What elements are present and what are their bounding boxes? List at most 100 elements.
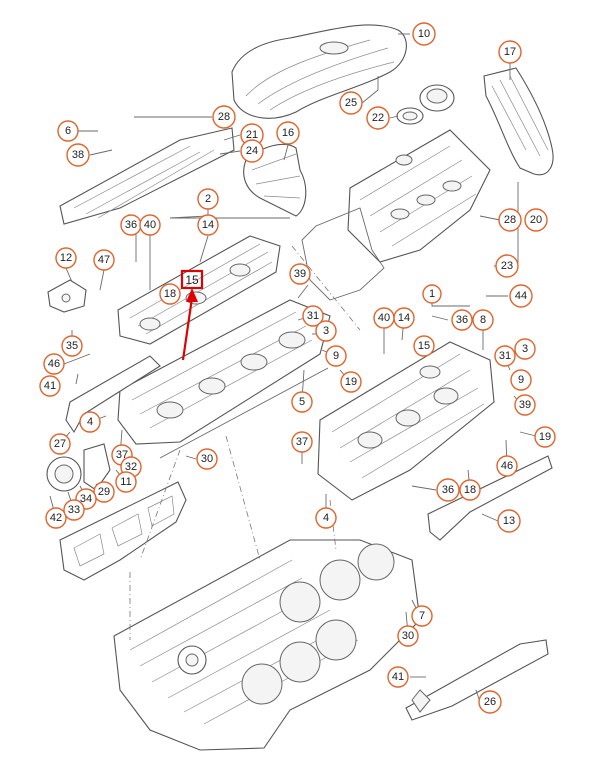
callout-37-right: 37 xyxy=(291,431,313,453)
callout-9-right: 9 xyxy=(510,369,532,391)
callout-22: 22 xyxy=(366,106,390,130)
callout-10: 10 xyxy=(412,22,436,46)
callout-16: 16 xyxy=(276,121,300,145)
svg-text:13: 13 xyxy=(503,515,515,527)
svg-text:25: 25 xyxy=(345,97,357,109)
svg-text:18: 18 xyxy=(164,288,176,300)
bracket-part-12 xyxy=(47,279,87,313)
svg-text:28: 28 xyxy=(218,111,230,123)
svg-text:14: 14 xyxy=(398,312,410,324)
gasket-part-5 xyxy=(159,367,329,459)
callout-27: 27 xyxy=(49,433,71,455)
callout-36-lower: 36 xyxy=(436,478,460,502)
svg-text:11: 11 xyxy=(120,476,131,488)
svg-text:6: 6 xyxy=(65,125,71,137)
svg-text:21: 21 xyxy=(246,129,258,141)
callout-26: 26 xyxy=(478,690,502,714)
callout-18-upper: 18 xyxy=(159,283,181,305)
callout-41-upper: 41 xyxy=(39,375,61,397)
svg-text:17: 17 xyxy=(504,46,516,58)
svg-text:5: 5 xyxy=(299,396,305,408)
callout-44: 44 xyxy=(509,284,533,308)
callout-41-lower: 41 xyxy=(387,666,409,688)
callout-31-right: 31 xyxy=(494,345,516,367)
callout-12: 12 xyxy=(55,247,77,269)
assembly-line-3 xyxy=(329,499,337,551)
svg-text:19: 19 xyxy=(345,376,357,388)
bracket-part-16 xyxy=(243,143,307,217)
svg-text:4: 4 xyxy=(323,512,329,524)
callout-14-upper: 14 xyxy=(197,214,219,236)
svg-text:20: 20 xyxy=(530,214,542,226)
svg-text:23: 23 xyxy=(501,260,513,272)
left-head-cover xyxy=(59,127,235,225)
highlight-arrow-head xyxy=(186,288,198,302)
callout-4-lower: 4 xyxy=(315,507,337,529)
housing-part-33 xyxy=(46,443,111,492)
callout-46-right: 46 xyxy=(496,455,518,477)
left-camshaft-bridge xyxy=(117,235,281,345)
svg-text:38: 38 xyxy=(72,149,84,161)
callout-28-right: 28 xyxy=(498,208,522,232)
callout-40-right: 40 xyxy=(373,307,395,329)
svg-text:16: 16 xyxy=(282,127,294,139)
callout-25: 25 xyxy=(339,91,363,115)
callout-35: 35 xyxy=(61,335,83,357)
callout-6: 6 xyxy=(57,120,79,142)
callout-31-left: 31 xyxy=(302,305,324,327)
svg-text:39: 39 xyxy=(294,268,306,280)
gasket-part-23 xyxy=(301,207,385,301)
intake-gasket-11 xyxy=(59,481,187,581)
svg-text:31: 31 xyxy=(499,350,511,362)
callout-23: 23 xyxy=(495,254,519,278)
cap-part-25 xyxy=(419,84,455,112)
svg-text:26: 26 xyxy=(484,696,496,708)
callout-39-upper: 39 xyxy=(289,263,311,285)
svg-text:4: 4 xyxy=(87,416,93,428)
svg-text:2: 2 xyxy=(205,193,211,205)
svg-text:22: 22 xyxy=(372,112,384,124)
callout-11: 11 xyxy=(115,471,137,493)
svg-text:12: 12 xyxy=(60,252,72,264)
callout-9-left: 9 xyxy=(325,345,347,367)
svg-text:7: 7 xyxy=(419,610,425,622)
svg-text:32: 32 xyxy=(125,461,137,473)
svg-text:35: 35 xyxy=(66,340,78,352)
callout-42: 42 xyxy=(45,507,67,529)
callout-1: 1 xyxy=(422,284,442,304)
callout-19-right: 19 xyxy=(534,426,556,448)
assembly-line-2 xyxy=(225,435,261,561)
callout-36-right: 36 xyxy=(451,309,473,331)
svg-text:8: 8 xyxy=(480,314,486,326)
callout-28-top: 28 xyxy=(212,105,236,129)
svg-text:1: 1 xyxy=(429,288,435,300)
svg-text:36: 36 xyxy=(456,314,468,326)
gasket-part-13 xyxy=(427,455,553,541)
highlight-label: 15 xyxy=(185,273,199,287)
callout-17: 17 xyxy=(498,40,522,64)
svg-text:40: 40 xyxy=(378,312,390,324)
svg-text:24: 24 xyxy=(246,145,258,157)
callout-3-right: 3 xyxy=(514,338,536,360)
callout-47: 47 xyxy=(93,249,115,271)
highlight-arrow xyxy=(181,297,194,361)
seal-part-22 xyxy=(396,107,424,125)
callout-40-upper: 40 xyxy=(139,214,161,236)
svg-text:39: 39 xyxy=(519,399,531,411)
gasket-part-10 xyxy=(231,24,407,119)
highlight-part-15: 15 xyxy=(180,269,204,361)
svg-text:19: 19 xyxy=(539,431,551,443)
svg-text:33: 33 xyxy=(68,504,80,516)
callout-30-upper: 30 xyxy=(196,448,218,470)
svg-text:3: 3 xyxy=(522,343,528,355)
assembly-line-4 xyxy=(291,245,361,331)
svg-text:44: 44 xyxy=(515,290,527,302)
svg-text:37: 37 xyxy=(116,449,128,461)
callout-30-lower: 30 xyxy=(397,625,419,647)
svg-text:15: 15 xyxy=(418,340,430,352)
callout-3-left: 3 xyxy=(315,320,337,342)
svg-text:37: 37 xyxy=(296,436,308,448)
svg-text:46: 46 xyxy=(501,460,513,472)
svg-text:18: 18 xyxy=(464,484,476,496)
